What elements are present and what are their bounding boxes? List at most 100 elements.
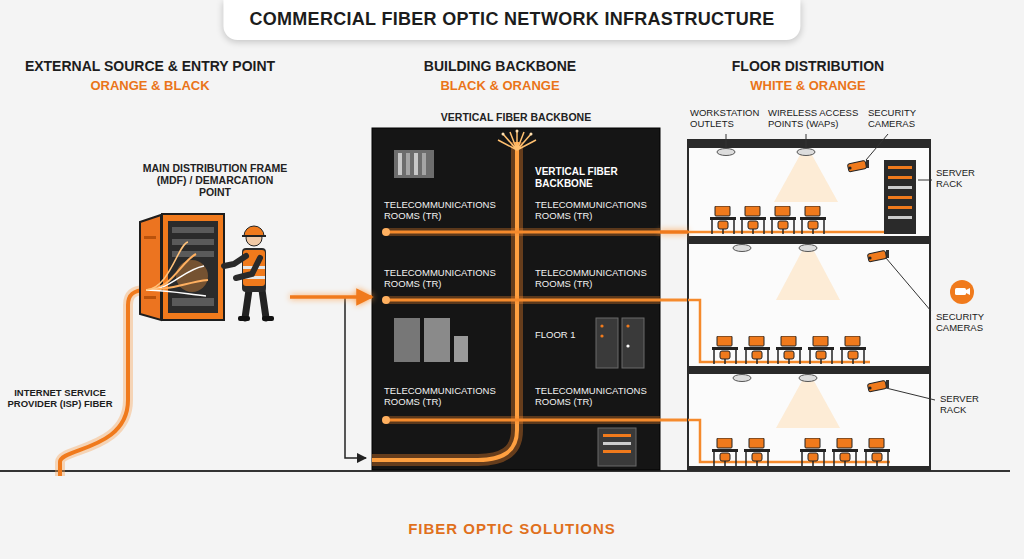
office-building (884, 160, 916, 234)
office-building (800, 206, 826, 234)
office-building (710, 206, 736, 234)
office-building (867, 250, 889, 262)
backbone-tower (382, 296, 390, 304)
office-building (688, 231, 884, 234)
room-label: TELECOMMUNICATIONS ROOMS (TR) (384, 268, 502, 290)
office-building (864, 438, 890, 466)
technician-figure (244, 226, 264, 236)
office-building (688, 140, 930, 148)
room-label: TELECOMMUNICATIONS ROOMS (TR) (535, 200, 653, 222)
backbone-label: VERTICAL FIBER BACKBONE (535, 166, 635, 189)
mdf-cabinet (140, 214, 224, 320)
technician-figure (238, 316, 250, 321)
backbone-tower (406, 153, 410, 175)
backbone-tower (382, 228, 390, 236)
backbone-tower (600, 324, 603, 327)
office-building (799, 245, 817, 252)
office-building (840, 336, 866, 364)
office-building (888, 176, 912, 179)
callout-label: WIRELESS ACCESS POINTS (WAPs) (768, 108, 864, 130)
mdf-cabinet (146, 280, 208, 290)
entry-feed-line (345, 297, 366, 458)
camera-badge (950, 280, 974, 304)
backbone-tower (398, 153, 402, 175)
room-label: TELECOMMUNICATIONS ROOMS (TR) (535, 386, 653, 408)
office-building (888, 166, 912, 169)
callout-leaders (886, 258, 931, 311)
callout-label: SERVER RACK (940, 394, 1002, 416)
office-building (808, 336, 834, 364)
room-label: TELECOMMUNICATIONS ROOMS (TR) (384, 386, 502, 408)
office-building (888, 196, 912, 199)
mdf-cabinet (146, 242, 188, 290)
office-building (733, 375, 751, 382)
backbone-tower (622, 318, 644, 368)
backbone-tower (382, 416, 390, 424)
diagram-caption: FIBER OPTIC SOLUTIONS (312, 520, 712, 537)
node-heading: MAIN DISTRIBUTION FRAME (MDF) / DEMARCAT… (140, 162, 290, 198)
floor-label: FLOOR 1 (535, 330, 605, 341)
callout-leaders (866, 134, 888, 160)
backbone-tower (424, 318, 450, 362)
node-heading: VERTICAL FIBER BACKBONE (352, 111, 680, 123)
office-building (797, 149, 815, 156)
office-building (688, 140, 930, 470)
office-building (832, 438, 858, 466)
office-building (776, 251, 840, 300)
backbone-tower (603, 434, 631, 437)
office-building (744, 336, 770, 364)
technician-figure (242, 235, 266, 237)
office-building (774, 155, 838, 202)
fiber-connector (290, 295, 372, 299)
camera-badge (966, 288, 970, 295)
cable-label: INTERNET SERVICE PROVIDER (ISP) FIBER (4, 388, 116, 410)
office-building (744, 438, 770, 466)
backbone-tower (422, 153, 426, 175)
callout-label: SECURITY CAMERAS (936, 312, 1010, 334)
backbone-tower (530, 133, 533, 136)
isp-fiber-cable (60, 290, 146, 476)
title-tab: COMMERCIAL FIBER OPTIC NETWORK INFRASTRU… (223, 0, 800, 40)
office-building (712, 336, 738, 364)
technician-figure (224, 226, 274, 321)
mdf-cabinet (140, 215, 161, 320)
technician-figure (262, 316, 274, 321)
office-building (888, 186, 912, 189)
section-heading: FLOOR DISTRIBUTION (658, 58, 958, 74)
office-building (712, 438, 738, 466)
diagram-title: COMMERCIAL FIBER OPTIC NETWORK INFRASTRU… (249, 9, 774, 29)
office-building (888, 216, 912, 219)
backbone-tower (626, 344, 629, 347)
technician-figure (224, 256, 246, 266)
backbone-tower (394, 318, 420, 362)
office-building (770, 206, 796, 234)
entry-feed-line (345, 297, 366, 458)
office-building (867, 380, 889, 392)
camera-badge (955, 288, 966, 295)
mdf-cabinet (146, 290, 206, 296)
isp-fiber-cable (60, 290, 146, 476)
office-building (688, 466, 930, 470)
floor-building-node: WORKSTATION OUTLETSWIRELESS ACCESS POINT… (688, 140, 930, 470)
office-building (688, 366, 930, 374)
backbone-tower (598, 428, 636, 466)
backbone-tower (454, 336, 468, 362)
mdf-cabinet (168, 221, 218, 313)
callout-leaders (806, 134, 807, 148)
office-building (888, 206, 912, 209)
callout-leaders (886, 388, 935, 400)
section-subheading: ORANGE & BLACK (0, 79, 300, 94)
camera-badge (950, 280, 974, 304)
callout-leaders (726, 134, 935, 400)
office-building (717, 149, 735, 156)
office-building (688, 140, 930, 470)
backbone-tower (596, 318, 618, 368)
office-building (799, 375, 817, 382)
backbone-tower (502, 133, 505, 136)
backbone-tower (372, 128, 660, 470)
section-subheading: WHITE & ORANGE (658, 79, 958, 94)
office-building (733, 245, 751, 252)
section-heading: EXTERNAL SOURCE & ENTRY POINT (0, 58, 300, 74)
callout-leaders (918, 180, 932, 181)
backbone-tower (603, 442, 631, 445)
